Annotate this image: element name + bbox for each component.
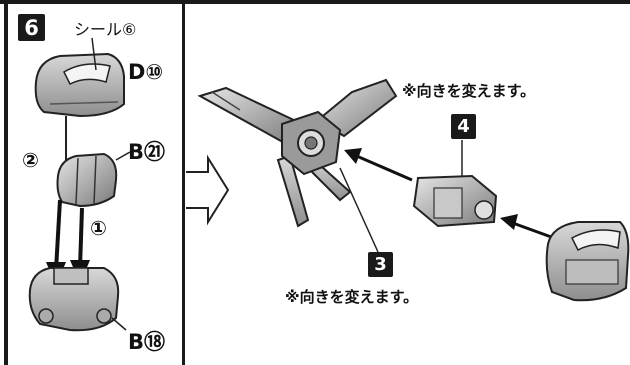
seal-label: シール⑥	[74, 20, 137, 39]
part-d-label: D⑩	[128, 60, 164, 84]
part-b18-label: B⑱	[128, 330, 166, 354]
head-assembly-shape	[545, 221, 630, 302]
seal-leader-line	[91, 37, 97, 71]
part-b21-shape	[56, 152, 118, 208]
part-b18-shape	[28, 267, 120, 332]
left-border	[4, 4, 8, 365]
badge-4: 4	[451, 114, 476, 139]
thruster-assembly-shape	[197, 78, 398, 228]
note-top: ※向きを変えます。	[402, 82, 536, 100]
step-number-badge: 6	[18, 14, 45, 41]
part-b21-label: B㉑	[128, 140, 166, 164]
note-bottom: ※向きを変えます。	[285, 288, 419, 306]
connector-part-shape	[412, 174, 498, 228]
badge-3: 3	[368, 252, 393, 277]
panel-divider	[182, 4, 185, 365]
top-border	[0, 0, 630, 4]
order-1-label: ①	[90, 216, 107, 240]
insert-arrow-icon	[344, 148, 413, 182]
b18-leader-line	[111, 317, 127, 331]
b21-leader-line	[115, 151, 131, 161]
insert-arrow-icon	[500, 214, 555, 240]
badge-3-leader-line	[339, 167, 379, 253]
transition-arrow-icon	[186, 154, 230, 226]
order-2-label: ②	[22, 148, 39, 172]
part-d-shape	[34, 52, 125, 118]
